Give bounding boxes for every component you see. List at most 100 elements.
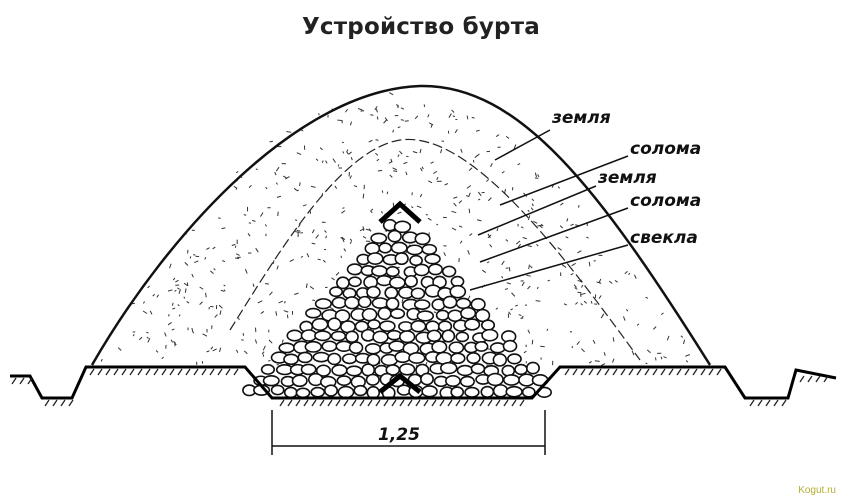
beet [441,265,457,278]
soil-speck [235,257,240,260]
hatch-mark [588,368,594,376]
ground-line [10,365,837,400]
beet [348,341,364,355]
soil-speck [269,140,274,143]
soil-speck [594,360,600,362]
soil-speck [487,197,492,202]
soil-speck [146,336,149,339]
hatch-mark [799,375,805,383]
soil-speck [334,185,338,189]
soil-speck [454,129,458,134]
beet [337,385,355,399]
soil-speck [375,139,379,141]
soil-speck [453,202,457,207]
beet [286,329,303,342]
soil-speck [177,304,180,307]
soil-speck [384,230,388,232]
hatch-mark [383,399,389,407]
beet [305,307,322,319]
hatch-mark [676,368,682,376]
soil-speck [147,337,151,343]
soil-speck [628,272,631,276]
soil-speck [315,158,319,162]
soil-speck [392,129,395,133]
beet [283,353,299,366]
soil-speck [282,175,287,179]
hatch-mark [495,399,501,407]
soil-speck [505,135,510,139]
soil-speck [247,233,251,237]
soil-speck [496,228,499,232]
soil-speck [527,285,531,290]
beet [410,287,426,300]
soil-speck [510,308,514,311]
hatch-mark [27,377,33,385]
hatch-mark [503,399,509,407]
hatch-mark [185,368,191,376]
soil-speck [305,283,308,288]
soil-speck [172,302,174,306]
soil-speck [173,341,177,346]
soil-speck [255,168,258,171]
soil-speck [357,108,363,111]
beet [323,384,339,397]
hatch-mark [193,368,199,376]
beet [455,297,472,310]
soil-speck [235,171,239,174]
beet [406,244,424,256]
soil-speck [175,279,179,283]
soil-speck [167,322,172,326]
soil-speck [623,316,626,321]
soil-speck [178,314,181,317]
soil-speck [537,224,542,227]
soil-speck [399,150,403,155]
beet [480,385,495,399]
soil-speck [322,259,326,263]
soil-speck [332,158,336,163]
soil-speck [311,229,315,234]
hatch-mark [319,399,325,407]
beet [486,372,504,387]
soil-speck [389,174,393,178]
hatch-mark [668,368,674,376]
beet [450,386,465,399]
soil-speck [172,277,176,281]
soil-speck [178,288,181,294]
soil-speck [265,186,268,190]
soil-speck [683,339,686,345]
soil-speck [400,119,404,121]
hatch-mark [129,368,135,376]
hatch-mark [716,368,722,376]
soil-speck [276,265,279,270]
beet [502,339,518,353]
soil-speck [547,279,550,282]
hatch-mark [749,399,755,407]
soil-speck [202,333,208,337]
beet [455,331,470,343]
soil-speck [392,167,397,171]
soil-speck [138,336,143,341]
soil-speck [342,207,345,209]
soil-speck [520,226,524,229]
soil-speck [248,185,252,188]
beet [420,372,434,386]
hatch-mark [431,399,437,407]
soil-speck [235,187,238,190]
soil-speck [170,339,173,343]
beet [416,310,435,322]
soil-speck [100,358,103,362]
beet [398,363,416,376]
soil-speck [609,280,613,284]
soil-speck [183,296,186,299]
soil-speck [278,300,284,304]
soil-speck [680,335,684,338]
hatch-mark [636,368,642,376]
beet [295,387,311,399]
soil-speck [214,314,218,318]
beet [346,263,363,276]
soil-speck [460,148,463,153]
beet [360,328,376,342]
soil-speck [231,243,236,246]
hatch-mark [455,399,461,407]
